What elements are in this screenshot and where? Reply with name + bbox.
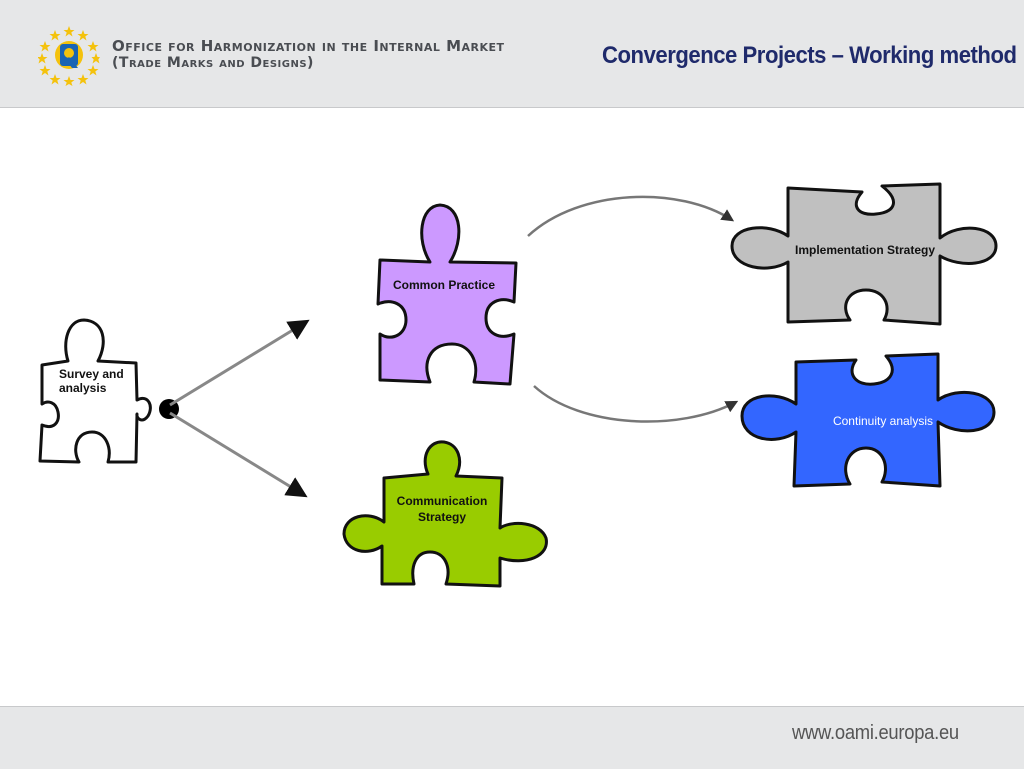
- puzzle-piece-survey: Survey and analysis: [38, 318, 152, 464]
- survey-label-line2: analysis: [59, 381, 107, 395]
- footer-url[interactable]: www.oami.europa.eu: [792, 722, 959, 744]
- survey-label-line1: Survey and: [59, 367, 124, 381]
- communication-label-line2: Strategy: [418, 510, 466, 524]
- organization-name-line1: Office for Harmonization in the Internal…: [112, 37, 505, 55]
- puzzle-piece-communication: Communication Strategy: [342, 440, 548, 588]
- header-bar: [0, 0, 1024, 108]
- continuity-label: Continuity analysis: [833, 414, 933, 428]
- arrow-to-common-practice: [169, 319, 310, 407]
- footer-bar: [0, 706, 1024, 769]
- curved-arrow-to-continuity: [533, 385, 739, 423]
- puzzle-piece-implementation: Implementation Strategy: [730, 182, 998, 326]
- eu-stars-logo-icon: [38, 26, 100, 86]
- common-practice-label: Common Practice: [393, 278, 495, 292]
- organization-name: Office for Harmonization in the Internal…: [112, 38, 505, 72]
- arrow-to-communication: [169, 411, 308, 498]
- organization-name-line2: (Trade Marks and Designs): [112, 55, 314, 71]
- curved-arrow-to-implementation: [527, 195, 735, 237]
- page-title: Convergence Projects – Working method: [601, 42, 1017, 69]
- puzzle-piece-continuity: Continuity analysis: [740, 352, 996, 488]
- puzzle-piece-common-practice: Common Practice: [376, 203, 518, 386]
- communication-label-line1: Communication: [397, 494, 488, 508]
- implementation-label: Implementation Strategy: [795, 243, 935, 257]
